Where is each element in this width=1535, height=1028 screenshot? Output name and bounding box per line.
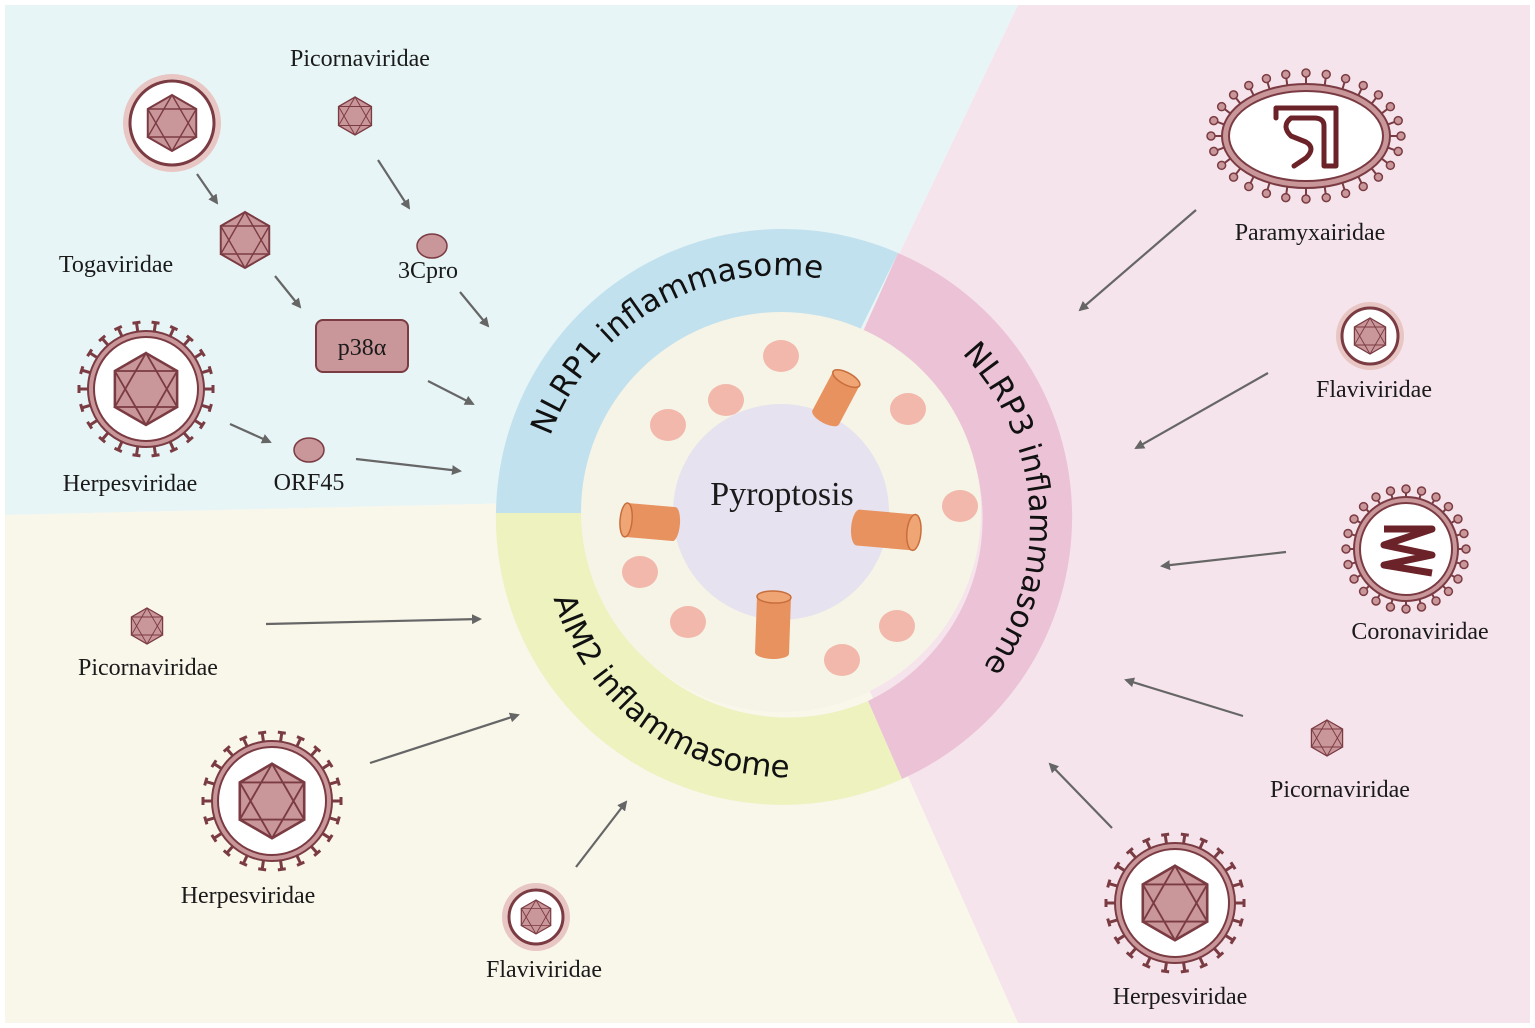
arrow (355, 457, 462, 476)
arrow (1160, 550, 1287, 571)
arrow (459, 291, 490, 328)
granule (942, 490, 978, 522)
granule (670, 606, 706, 638)
orf45-protein-icon (293, 437, 325, 463)
arrow (1124, 677, 1244, 718)
nlrp3-region (783, 5, 1530, 1023)
togaviridae-label: Togaviridae (59, 252, 173, 278)
flaviviridae-virus-icon-aim2 (502, 883, 570, 951)
p38a-label: p38α (338, 335, 387, 361)
arrow (265, 614, 482, 626)
nlrp3-arrows (1048, 209, 1287, 829)
granule (622, 556, 658, 588)
granule (824, 644, 860, 676)
pyroptosis-label: Pyroptosis (710, 476, 854, 513)
paramyxoviridae-virus-icon (1206, 68, 1406, 204)
arrow (1048, 762, 1113, 829)
arrow (196, 173, 219, 205)
herpesviridae-label-nlrp3: Herpesviridae (1113, 984, 1248, 1010)
arrow (1134, 372, 1269, 449)
arrow (427, 380, 475, 405)
coronaviridae-label: Coronaviridae (1351, 619, 1488, 645)
orf45-label: ORF45 (274, 470, 345, 496)
flaviviridae-label-nlrp3: Flaviviridae (1316, 377, 1432, 403)
nlrp3-ring (862, 253, 1073, 779)
arrow (229, 422, 272, 444)
pore (619, 502, 681, 542)
herpesviridae-label-aim2: Herpesviridae (181, 883, 316, 909)
pore (812, 369, 861, 427)
3cpro-protein-icon (416, 233, 448, 259)
granule (650, 409, 686, 441)
picornaviridae-label-nlrp3: Picornaviridae (1270, 777, 1410, 803)
3cpro-label: 3Cpro (398, 258, 458, 284)
paramyxoviridae-label: Paramyxairidae (1235, 220, 1386, 246)
herpesviridae-virus-icon-nlrp3 (1104, 832, 1246, 974)
herpesviridae-virus-icon-nlrp1 (77, 320, 215, 458)
arrow (369, 712, 520, 765)
gasdermin-pores (619, 369, 922, 660)
granule (879, 610, 915, 642)
granule (763, 340, 799, 372)
picornaviridae-label-nlrp1: Picornaviridae (290, 46, 430, 72)
p38a-box (315, 319, 409, 373)
flaviviridae-label-aim2: Flaviviridae (486, 957, 602, 983)
coronavirus-genome-icon (1380, 525, 1436, 577)
nlrp1-arrows (196, 159, 490, 476)
arrow (274, 275, 302, 309)
herpesviridae-virus-icon-aim2 (201, 730, 343, 872)
togaviridae-virus-icon (123, 74, 221, 172)
pore (850, 509, 922, 552)
herpesviridae-label-nlrp1: Herpesviridae (63, 471, 198, 497)
rna-genome-icon (1273, 105, 1339, 169)
arrow (377, 159, 411, 210)
pore (755, 590, 792, 660)
cytokine-granules (622, 340, 978, 676)
arrow (1078, 209, 1197, 312)
flaviviridae-virus-icon-nlrp3 (1336, 302, 1404, 370)
aim2-arrows (265, 614, 628, 868)
cell-core (673, 404, 889, 620)
picornaviridae-label-aim2: Picornaviridae (78, 655, 218, 681)
granule (708, 384, 744, 416)
granule (890, 393, 926, 425)
arrow (575, 800, 628, 868)
